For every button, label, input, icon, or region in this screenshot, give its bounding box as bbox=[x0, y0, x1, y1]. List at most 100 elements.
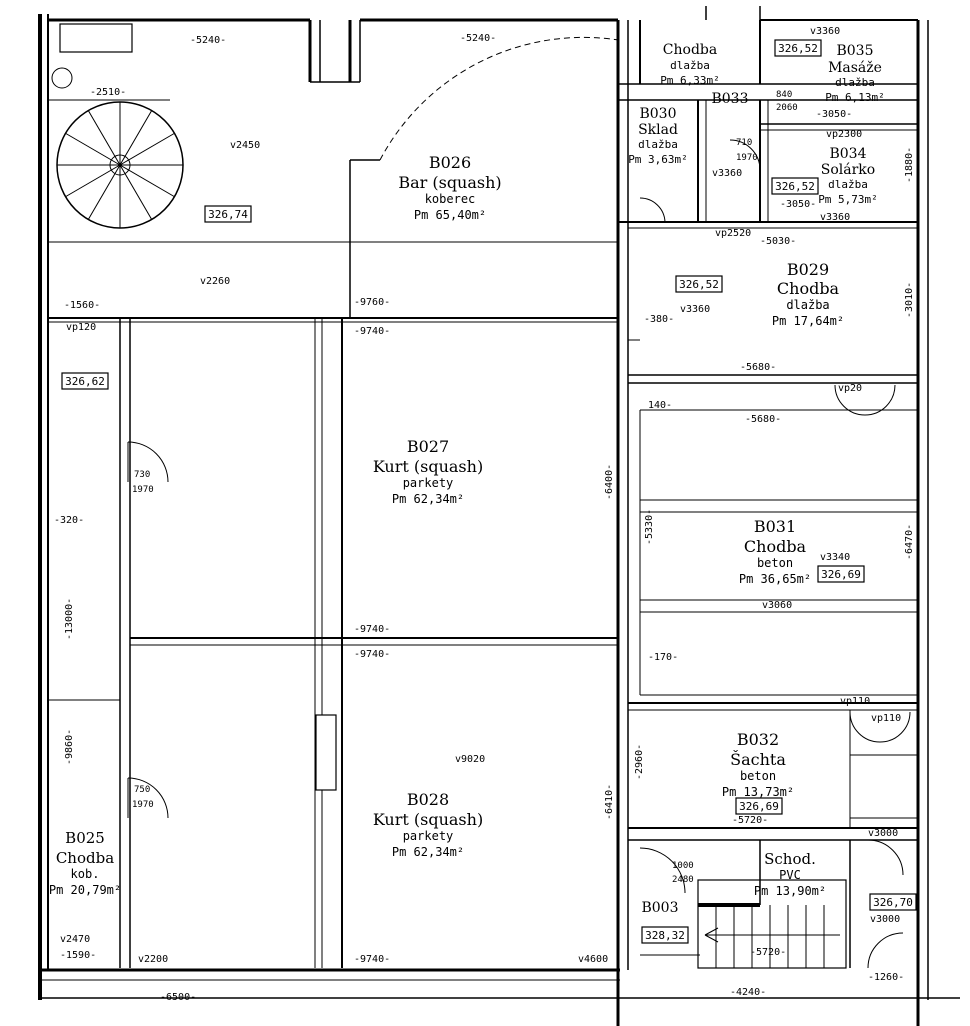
svg-text:v3360: v3360 bbox=[680, 304, 710, 315]
svg-text:B028: B028 bbox=[407, 790, 449, 809]
svg-text:326,62: 326,62 bbox=[65, 375, 105, 388]
svg-text:v3360: v3360 bbox=[820, 212, 850, 223]
room-b026: B026 Bar (squash) koberec Pm 65,40m² bbox=[398, 153, 501, 222]
svg-text:326,69: 326,69 bbox=[821, 568, 861, 581]
svg-text:B030: B030 bbox=[639, 106, 676, 122]
svg-text:B035: B035 bbox=[836, 43, 873, 59]
svg-text:B032: B032 bbox=[737, 730, 779, 749]
svg-text:v2450: v2450 bbox=[230, 140, 260, 151]
svg-text:Kurt (squash): Kurt (squash) bbox=[373, 810, 483, 829]
svg-text:-1880-: -1880- bbox=[904, 147, 915, 183]
svg-text:-5720-: -5720- bbox=[732, 815, 768, 826]
room-b033: Chodba dlažba Pm 6,33m² B033 bbox=[660, 42, 748, 107]
svg-text:B027: B027 bbox=[407, 437, 449, 456]
straight-stair bbox=[640, 840, 851, 969]
svg-text:2480: 2480 bbox=[672, 875, 694, 885]
svg-text:1970: 1970 bbox=[736, 153, 758, 163]
svg-text:1970: 1970 bbox=[132, 800, 154, 810]
dimension-labels: -5240- -5240- -2510- v2450 v2260 -1560- … bbox=[54, 26, 915, 1003]
svg-text:Pm 3,63m²: Pm 3,63m² bbox=[628, 153, 688, 166]
svg-text:750: 750 bbox=[134, 785, 150, 795]
svg-text:v3360: v3360 bbox=[810, 26, 840, 37]
svg-text:-5680-: -5680- bbox=[740, 362, 776, 373]
svg-text:326,52: 326,52 bbox=[778, 42, 818, 55]
svg-text:840: 840 bbox=[776, 90, 792, 100]
svg-text:v2260: v2260 bbox=[200, 276, 230, 287]
room-b032: B032 Šachta beton Pm 13,73m² bbox=[722, 730, 794, 799]
svg-text:Šachta: Šachta bbox=[730, 749, 786, 769]
room-b035: B035 Masáže dlažba Pm 6,13m² bbox=[825, 43, 885, 104]
svg-text:vp20: vp20 bbox=[838, 383, 862, 394]
svg-text:B031: B031 bbox=[754, 517, 796, 536]
right-walls bbox=[618, 99, 918, 841]
svg-text:Chodba: Chodba bbox=[744, 537, 807, 556]
svg-text:B033: B033 bbox=[711, 91, 748, 107]
svg-text:326,69: 326,69 bbox=[739, 800, 779, 813]
room-b030: B030 Sklad dlažba Pm 3,63m² bbox=[628, 106, 688, 166]
svg-text:2060: 2060 bbox=[776, 103, 798, 113]
svg-text:B025: B025 bbox=[65, 829, 105, 847]
svg-text:1000: 1000 bbox=[672, 861, 694, 871]
svg-text:-3050-: -3050- bbox=[816, 109, 852, 120]
room-b003: Schod. PVC Pm 13,90m² B003 bbox=[641, 850, 826, 916]
svg-text:Pm 13,73m²: Pm 13,73m² bbox=[722, 785, 794, 799]
svg-text:parkety: parkety bbox=[403, 829, 454, 843]
svg-text:dlažba: dlažba bbox=[835, 76, 875, 89]
svg-text:-5030-: -5030- bbox=[760, 236, 796, 247]
svg-text:-9740-: -9740- bbox=[354, 624, 390, 635]
room-b034: B034 Solárko dlažba Pm 5,73m² bbox=[818, 146, 878, 206]
svg-text:-13000-: -13000- bbox=[64, 598, 75, 640]
spiral-staircase bbox=[51, 67, 184, 229]
svg-text:Schod.: Schod. bbox=[764, 850, 816, 868]
svg-text:dlažba: dlažba bbox=[828, 178, 868, 191]
svg-text:-9740-: -9740- bbox=[354, 326, 390, 337]
svg-text:v2200: v2200 bbox=[138, 954, 168, 965]
svg-text:Pm 62,34m²: Pm 62,34m² bbox=[392, 492, 464, 506]
room-b028: B028 Kurt (squash) parkety Pm 62,34m² bbox=[373, 790, 483, 859]
svg-text:-380-: -380- bbox=[644, 314, 674, 325]
svg-text:koberec: koberec bbox=[425, 192, 476, 206]
svg-text:Solárko: Solárko bbox=[821, 162, 875, 178]
svg-text:v3360: v3360 bbox=[712, 168, 742, 179]
squash-walls bbox=[47, 22, 619, 968]
svg-text:326,74: 326,74 bbox=[208, 208, 248, 221]
svg-text:-5240-: -5240- bbox=[460, 33, 496, 44]
room-b025: B025 Chodba kob. Pm 20,79m² bbox=[49, 829, 121, 897]
svg-text:140-: 140- bbox=[648, 400, 672, 411]
svg-text:parkety: parkety bbox=[403, 476, 454, 490]
svg-text:Chodba: Chodba bbox=[56, 849, 114, 867]
svg-text:-9760-: -9760- bbox=[354, 297, 390, 308]
svg-text:-9740-: -9740- bbox=[354, 954, 390, 965]
room-b029: B029 Chodba dlažba Pm 17,64m² bbox=[772, 260, 844, 328]
svg-text:Pm 36,65m²: Pm 36,65m² bbox=[739, 572, 811, 586]
svg-text:-9740-: -9740- bbox=[354, 649, 390, 660]
svg-text:dlažba: dlažba bbox=[638, 138, 678, 151]
svg-text:328,32: 328,32 bbox=[645, 929, 685, 942]
svg-text:-5330-: -5330- bbox=[644, 509, 655, 545]
svg-text:B003: B003 bbox=[641, 900, 678, 916]
svg-text:v3000: v3000 bbox=[870, 914, 900, 925]
svg-text:-1560-: -1560- bbox=[64, 300, 100, 311]
svg-text:1970: 1970 bbox=[132, 485, 154, 495]
svg-text:-9860-: -9860- bbox=[64, 729, 75, 765]
svg-text:730: 730 bbox=[134, 470, 150, 480]
svg-text:vp120: vp120 bbox=[66, 322, 96, 333]
elevation-marks: 326,74 326,62 326,52 326,52 326,52 326,6… bbox=[61, 39, 917, 944]
svg-text:v3060: v3060 bbox=[762, 600, 792, 611]
svg-text:v3340: v3340 bbox=[820, 552, 850, 563]
outer-walls bbox=[38, 6, 960, 1026]
room-b031: B031 Chodba beton Pm 36,65m² bbox=[739, 517, 811, 586]
svg-text:-1260-: -1260- bbox=[868, 972, 904, 983]
svg-text:-4240-: -4240- bbox=[730, 987, 766, 998]
svg-text:Pm 62,34m²: Pm 62,34m² bbox=[392, 845, 464, 859]
svg-text:kob.: kob. bbox=[71, 867, 100, 881]
svg-text:326,52: 326,52 bbox=[775, 180, 815, 193]
svg-text:v4600: v4600 bbox=[578, 954, 608, 965]
svg-text:-320-: -320- bbox=[54, 515, 84, 526]
door-swings bbox=[127, 139, 911, 969]
svg-text:-5680-: -5680- bbox=[745, 414, 781, 425]
svg-text:Chodba: Chodba bbox=[777, 279, 840, 298]
svg-text:Masáže: Masáže bbox=[828, 60, 882, 76]
svg-text:Pm 5,73m²: Pm 5,73m² bbox=[818, 193, 878, 206]
svg-text:B034: B034 bbox=[829, 146, 866, 162]
